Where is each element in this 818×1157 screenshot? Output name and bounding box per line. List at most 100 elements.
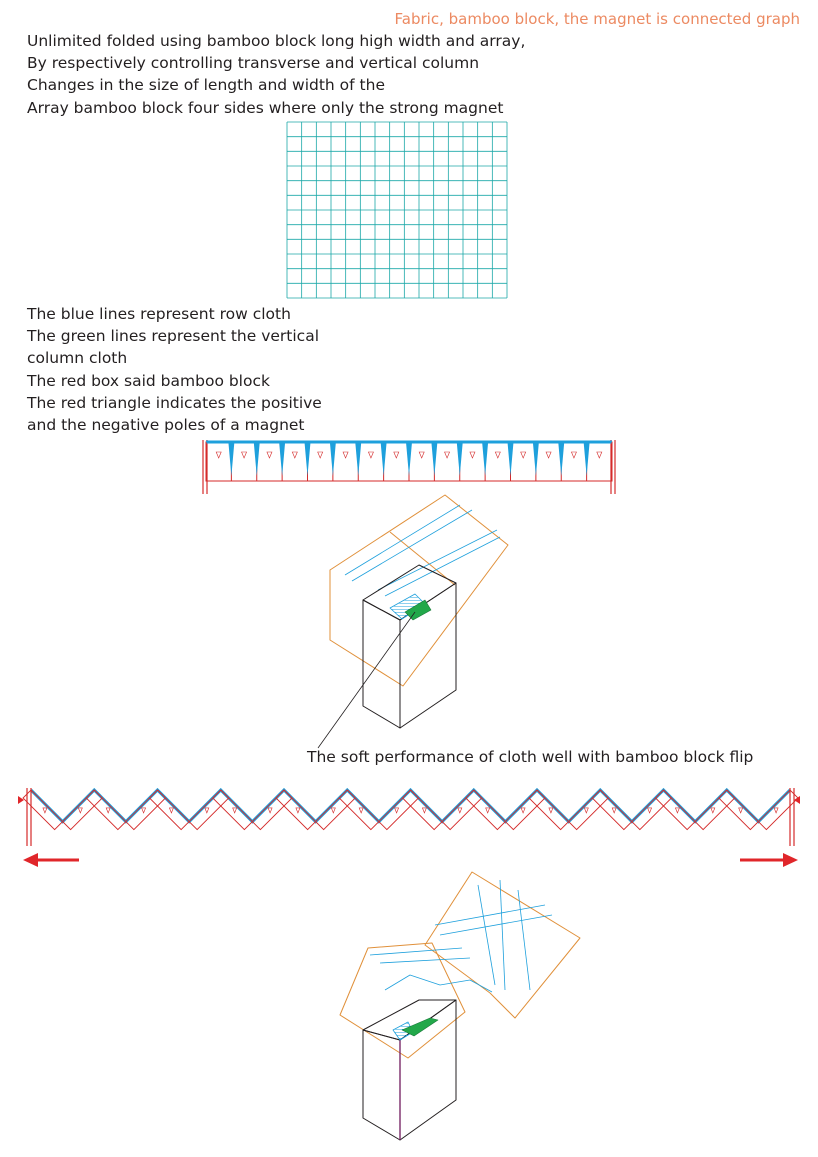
flipped-block-illustration xyxy=(339,871,581,1141)
cloth-fold-curve xyxy=(384,974,493,993)
column-cloth-line xyxy=(517,889,531,991)
pull-arrows xyxy=(23,853,798,867)
magnet-triangle xyxy=(367,451,374,459)
magnet-triangle xyxy=(611,807,617,814)
magnet-triangle xyxy=(358,807,364,814)
magnet-triangle xyxy=(394,807,400,814)
legend-line: column cloth xyxy=(27,349,128,368)
row-cloth-line xyxy=(439,914,553,936)
magnet-triangle xyxy=(295,807,301,814)
magnet-triangle xyxy=(647,807,653,814)
magnet-triangle xyxy=(105,807,111,814)
magnet-triangle xyxy=(266,451,273,459)
magnet-triangle xyxy=(204,807,210,814)
page-title: Fabric, bamboo block, the magnet is conn… xyxy=(394,10,800,28)
magnet-triangle xyxy=(241,451,248,459)
magnet-triangle xyxy=(215,451,222,459)
bamboo-block-tilted xyxy=(757,789,799,831)
magnet-triangle xyxy=(418,451,425,459)
cloth-fold-wedge xyxy=(558,442,565,476)
bamboo-block-tilted xyxy=(61,789,103,831)
arrow-left-icon xyxy=(23,853,79,867)
fabric-sheet-right xyxy=(424,871,581,1019)
row-cloth-line xyxy=(434,904,546,926)
cloth-fold-wedge xyxy=(380,442,387,476)
bamboo-block-tilted xyxy=(125,789,167,831)
magnet-triangle xyxy=(738,807,744,814)
cloth-fold-wedge xyxy=(279,442,286,476)
bamboo-block-tilted xyxy=(718,789,760,831)
row-cloth-line xyxy=(351,509,473,582)
legend-line: The blue lines represent row cloth xyxy=(27,305,291,323)
row-cloth-line xyxy=(377,529,498,591)
bamboo-block-box xyxy=(362,1029,401,1141)
bamboo-block-tilted xyxy=(465,789,507,831)
bamboo-block-tilted xyxy=(504,789,546,831)
magnet-triangle xyxy=(583,807,589,814)
magnet-triangle xyxy=(548,807,554,814)
magnet-triangle xyxy=(267,807,273,814)
bamboo-block-tilted xyxy=(378,789,420,831)
cloth-fold-wedge xyxy=(228,442,235,476)
fabric-sheet-outline xyxy=(329,494,509,687)
bamboo-block-tilted xyxy=(148,789,190,831)
cloth-fold-wedge xyxy=(406,442,412,476)
magnet-triangle xyxy=(444,451,451,459)
magnet-triangle xyxy=(421,807,427,814)
bamboo-block-tilted xyxy=(188,789,230,831)
magnet-triangle xyxy=(545,451,552,459)
isometric-block-illustration xyxy=(317,494,509,749)
cloth-fold-wedge xyxy=(355,442,362,476)
cloth-fold-wedge xyxy=(532,442,539,476)
bamboo-block-tilted xyxy=(85,789,127,831)
legend-line: and the negative poles of a magnet xyxy=(27,416,305,435)
magnet-triangle xyxy=(469,451,476,459)
magnet-triangle xyxy=(674,807,680,814)
bamboo-block-tilted xyxy=(441,789,483,831)
cloth-fold-wedge xyxy=(304,442,311,476)
intro-text: Unlimited folded using bamboo block long… xyxy=(27,30,525,119)
magnet-triangle xyxy=(710,807,716,814)
bamboo-block-tilted xyxy=(212,789,254,831)
cloth-fold-wedge xyxy=(583,442,590,476)
magnet-triangle xyxy=(291,451,298,459)
legend-text: The blue lines represent row cloth The g… xyxy=(27,303,322,436)
legend-line: The red box said bamboo block xyxy=(27,371,270,390)
bamboo-block-tilted xyxy=(528,789,570,831)
magnet-triangle xyxy=(520,451,527,459)
arrow-right-icon xyxy=(740,853,798,867)
bamboo-block-tilted xyxy=(591,789,633,831)
magnet-triangle xyxy=(393,451,400,459)
bamboo-block-tilted xyxy=(631,789,673,831)
magnet-marker xyxy=(794,796,800,804)
legend-line: The green lines represent the vertical xyxy=(27,327,319,346)
magnet-triangle xyxy=(485,807,491,814)
row-cloth-line xyxy=(384,536,501,597)
zigzag-fold-strip xyxy=(18,787,800,846)
magnet-triangle xyxy=(570,451,577,459)
intro-line: Array bamboo block four sides where only… xyxy=(27,98,504,117)
magnet-triangle xyxy=(232,807,238,814)
row-cloth-line xyxy=(369,947,463,956)
cloth-fold-wedge xyxy=(507,442,514,476)
bamboo-block-tilted xyxy=(401,789,443,831)
magnet-marker xyxy=(18,796,24,804)
column-cloth-patch xyxy=(401,1017,439,1037)
bamboo-block-strip xyxy=(202,440,616,494)
magnet-triangle xyxy=(330,807,336,814)
cloth-fold-wedge xyxy=(253,442,260,476)
magnet-triangle xyxy=(317,451,324,459)
cloth-fold-wedge xyxy=(482,442,489,476)
bamboo-block-top xyxy=(362,999,457,1041)
bamboo-block-top xyxy=(362,564,457,621)
flip-caption: The soft performance of cloth well with … xyxy=(307,748,754,766)
magnet-triangle xyxy=(520,807,526,814)
bamboo-block-tilted xyxy=(338,789,380,831)
bamboo-block-tilted xyxy=(275,789,317,831)
bamboo-block-tilted xyxy=(567,789,609,831)
fabric-sheet-left xyxy=(339,942,466,1059)
cloth-fold-wedge xyxy=(456,442,463,476)
magnet-triangle xyxy=(342,451,349,459)
legend-line: The red triangle indicates the positive xyxy=(27,393,322,412)
